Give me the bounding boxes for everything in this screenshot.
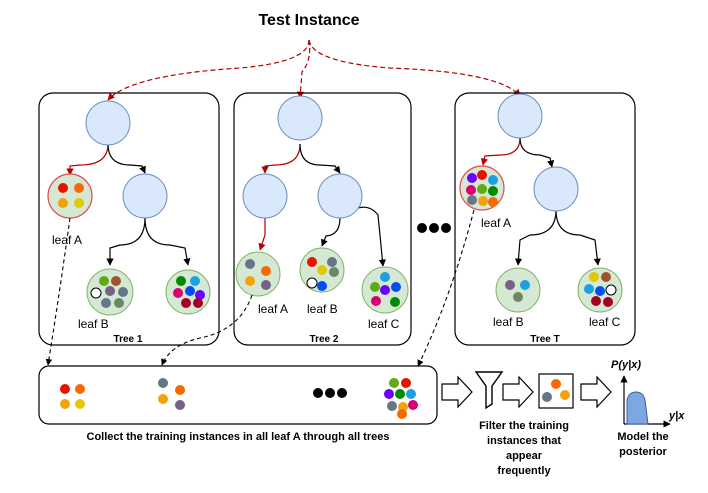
group-t — [384, 378, 418, 419]
model-caption: Model the posterior — [617, 431, 668, 458]
posterior-curve — [626, 391, 649, 425]
group-1 — [60, 384, 85, 409]
block-arrow-icon — [441, 375, 473, 409]
leaf-b-label: leaf B — [78, 317, 109, 331]
internal-node — [242, 173, 288, 219]
collect-arrows — [45, 209, 475, 367]
test-instance-title: Test Instance — [258, 12, 359, 29]
svg-text:Filter the training: Filter the training — [479, 420, 569, 432]
leaf-a-label: leaf A — [258, 302, 288, 316]
leaf-a-label: leaf A — [481, 216, 511, 230]
leaf-unlabeled — [165, 269, 211, 315]
root-node — [277, 95, 323, 141]
svg-text:Model the: Model the — [617, 431, 668, 443]
svg-text:posterior: posterior — [619, 446, 667, 458]
leaf-c-label: leaf C — [589, 315, 621, 329]
collect-caption: Collect the training instances in all le… — [87, 431, 390, 443]
y-axis-label: P(y|x) — [611, 359, 641, 371]
leaf-b — [86, 268, 134, 316]
tree-t-box — [454, 92, 636, 346]
collection-box — [38, 365, 438, 425]
leaf-b — [495, 267, 541, 313]
ellipsis-icon — [417, 223, 451, 233]
tree-1-box — [38, 92, 220, 346]
posterior-plot: P(y|x) y|x — [611, 359, 685, 428]
svg-text:instances that: instances that — [487, 435, 561, 447]
tree-2-box — [233, 92, 412, 346]
filtered-box — [538, 373, 574, 409]
svg-text:appear: appear — [506, 450, 543, 462]
svg-text:frequently: frequently — [497, 465, 551, 477]
block-arrow-icon — [580, 375, 612, 409]
tree-2: leaf A leaf B leaf C Tree 2 — [233, 92, 412, 346]
leaf-b-label: leaf B — [307, 302, 338, 316]
tree-t: leaf A leaf B leaf C Tree T — [454, 92, 636, 346]
x-axis-label: y|x — [668, 410, 685, 422]
tree-1: leaf A leaf B Tree 1 — [38, 92, 220, 346]
leaf-a — [459, 165, 505, 211]
leaf-c — [361, 266, 409, 314]
leaf-c — [577, 267, 623, 313]
tree-1-label: Tree 1 — [114, 334, 143, 345]
ellipsis-icon — [313, 388, 347, 398]
internal-node — [122, 173, 168, 219]
funnel-icon — [474, 371, 504, 410]
filter-caption: Filter the training instances that appea… — [479, 420, 569, 477]
leaf-a — [47, 173, 93, 219]
root-node — [85, 100, 131, 146]
leaf-b-label: leaf B — [493, 315, 524, 329]
internal-node — [533, 166, 579, 212]
block-arrow-icon — [502, 375, 534, 409]
leaf-a — [235, 251, 281, 297]
internal-node — [317, 173, 363, 219]
tree-2-label: Tree 2 — [310, 334, 339, 345]
test-instance-arrows — [107, 39, 521, 101]
leaf-b — [299, 247, 345, 293]
tree-t-label: Tree T — [530, 334, 559, 345]
root-node — [497, 93, 543, 139]
group-2 — [158, 378, 185, 410]
leaf-c-label: leaf C — [368, 317, 400, 331]
